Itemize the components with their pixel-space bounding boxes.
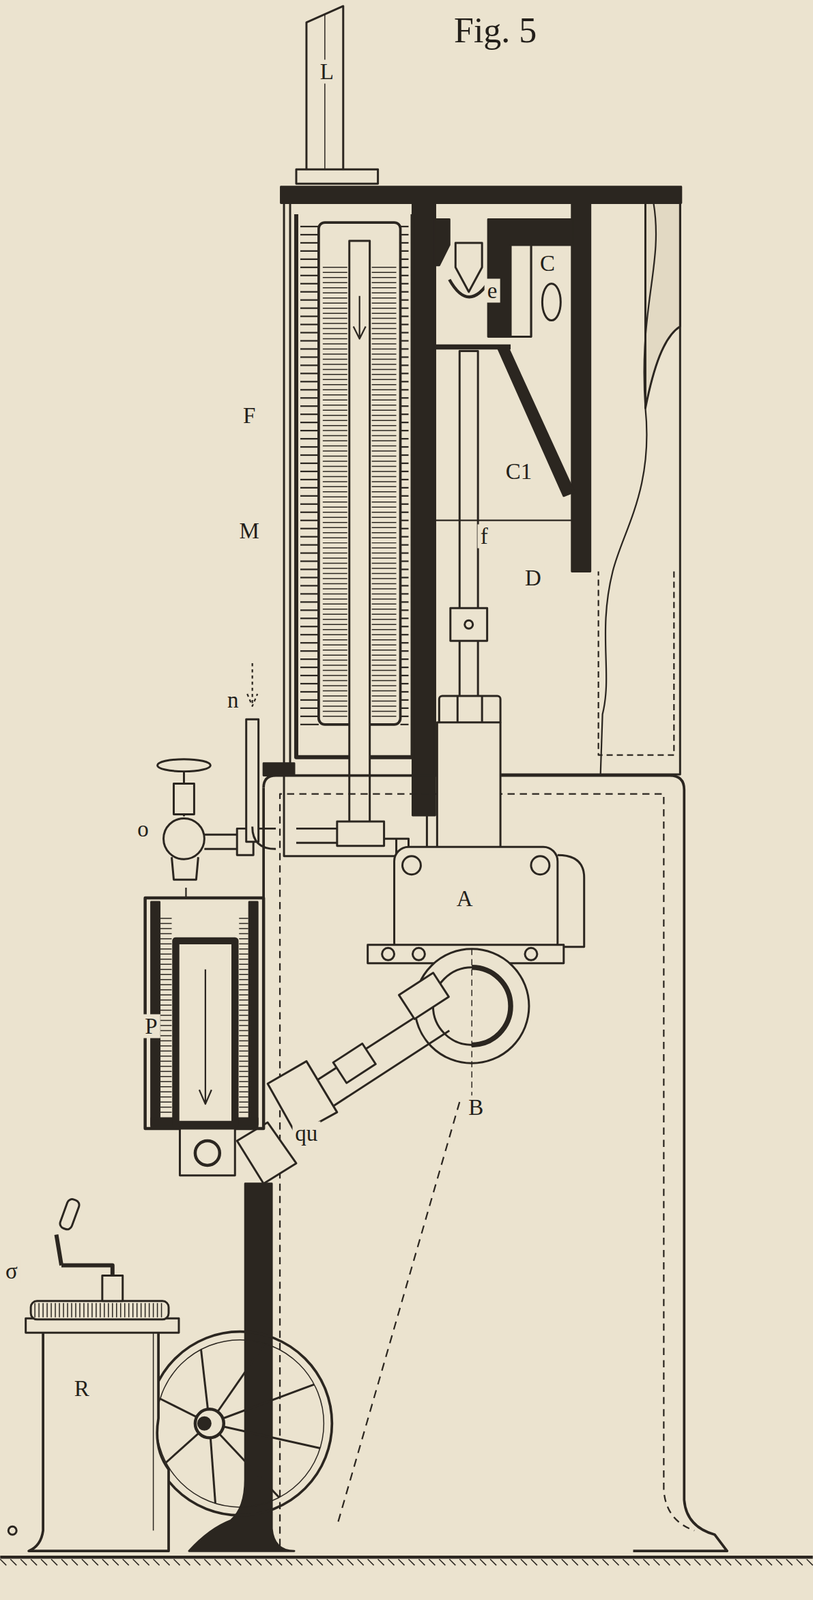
part-letter: P (141, 1014, 160, 1039)
part-letter: f (477, 524, 491, 549)
part-letter: o (134, 817, 152, 841)
inner-cup (176, 941, 236, 1125)
part-letter: F (240, 403, 259, 428)
part-letter: n (224, 688, 242, 713)
part-letter: D (522, 565, 545, 590)
base-frame (263, 776, 727, 1553)
valve-o (163, 818, 205, 860)
pipe-flange (296, 169, 379, 184)
pipe-n (246, 719, 259, 842)
crosshead-A (394, 847, 558, 958)
plate-C1 (498, 348, 575, 496)
nut (438, 696, 501, 725)
part-letter: R (71, 1376, 93, 1401)
part-letter: A (453, 886, 476, 911)
upper-frame (434, 203, 680, 776)
part-letter: B (465, 1096, 487, 1121)
part-letter: e (484, 279, 501, 304)
machine-R (28, 1332, 169, 1553)
cone-valve (455, 243, 482, 293)
top-plate (281, 187, 682, 204)
flywheel (148, 1332, 332, 1517)
valve-wheel (157, 759, 211, 773)
part-letter: C1 (503, 460, 536, 484)
part-letter: L (317, 59, 337, 84)
cylinder-housing (283, 203, 427, 857)
break-line (600, 203, 656, 777)
rod-f (459, 350, 478, 698)
cup-P (145, 898, 264, 1130)
ground-line (0, 1556, 813, 1560)
part-letter: σ (2, 1259, 21, 1284)
part-letter: qu (292, 1121, 321, 1146)
rod-guide (436, 722, 501, 850)
part-letter: C (537, 251, 558, 276)
part-letter: M (236, 519, 262, 544)
inner-pipe (349, 240, 370, 835)
thick-wall (412, 203, 435, 816)
wall-section (189, 1184, 295, 1552)
figure-title: Fig. 5 (449, 11, 541, 50)
turntable (30, 1301, 169, 1321)
nozzle-C (542, 283, 561, 321)
exhaust-pipe (306, 6, 344, 182)
